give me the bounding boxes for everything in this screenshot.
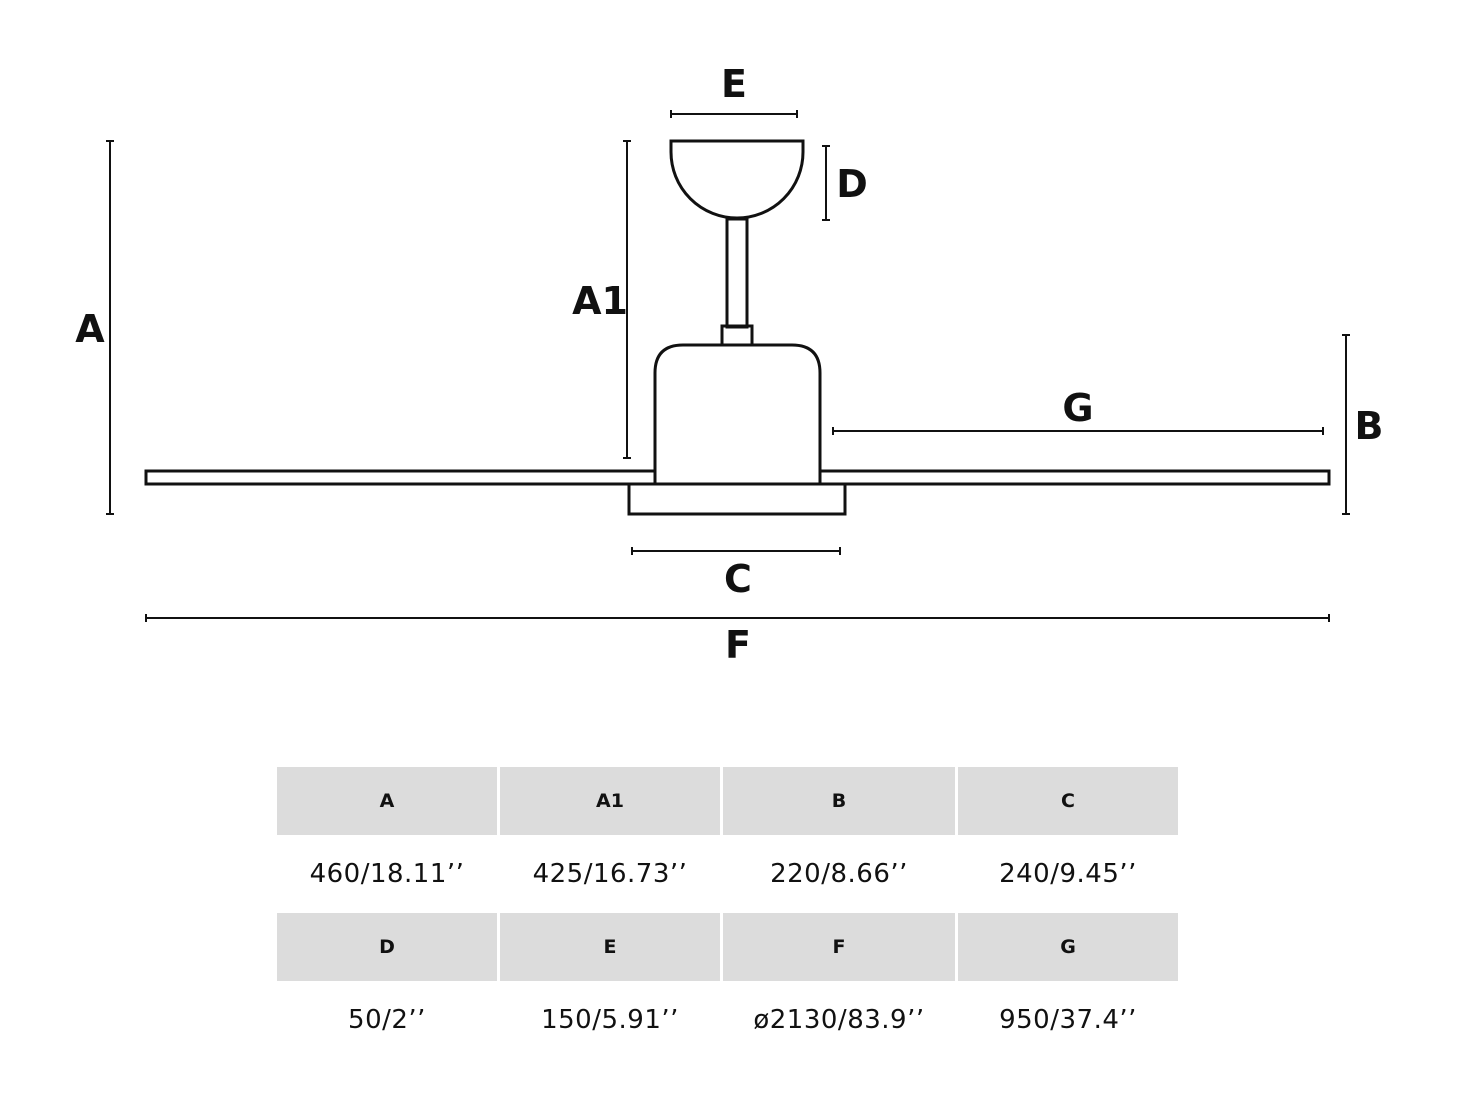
header-cell: G [958,913,1178,981]
right-blade [818,469,1331,486]
header-cell: C [958,767,1178,835]
label-a: A [75,307,105,351]
header-cell: A [277,767,497,835]
table-value-row: 50/2’’ 150/5.91’’ ø2130/83.9’’ 950/37.4’… [277,981,1178,1059]
table-header-row: A A1 B C [277,767,1178,835]
value-cell: 950/37.4’’ [999,1005,1137,1035]
ceiling-fan-dimension-diagram: A A1 E D G B C F [75,62,1384,667]
label-f: F [725,623,751,667]
value-cell: 240/9.45’’ [999,859,1137,889]
value-cell: 150/5.91’’ [541,1005,679,1035]
header-cell: D [277,913,497,981]
value-cell: 425/16.73’’ [532,859,688,889]
table-value-row: 460/18.11’’ 425/16.73’’ 220/8.66’’ 240/9… [277,835,1178,913]
value-cell: ø2130/83.9’’ [753,1005,925,1035]
value-cell: 460/18.11’’ [309,859,465,889]
table-header-row: D E F G [277,913,1178,981]
value-cell: 50/2’’ [348,1005,426,1035]
header-cell: A1 [500,767,720,835]
dimension-line-a [106,140,114,515]
value-cell: 220/8.66’’ [770,859,908,889]
dimension-line-f [145,614,1330,622]
downrod-coupler [720,324,754,347]
dimension-line-d [822,145,830,221]
motor-housing [653,343,822,486]
ceiling-canopy [669,139,805,220]
downrod [725,217,749,329]
header-cell: E [500,913,720,981]
header-cell: B [723,767,955,835]
dimension-line-g [832,427,1324,435]
label-g: G [1062,386,1093,430]
bottom-cap [627,482,847,516]
header-cell: F [723,913,955,981]
label-b: B [1355,404,1384,448]
label-a1: A1 [572,279,628,323]
dimension-line-a1 [623,140,631,459]
dimensions-table: A A1 B C 460/18.11’’ 425/16.73’’ 220/8.6… [274,767,1181,1059]
label-e: E [721,62,747,106]
dimension-line-c [631,547,841,555]
label-d: D [836,162,868,206]
dimension-line-b [1342,334,1350,515]
label-c: C [724,557,752,601]
left-blade [144,469,657,486]
dimension-line-e [670,110,798,118]
